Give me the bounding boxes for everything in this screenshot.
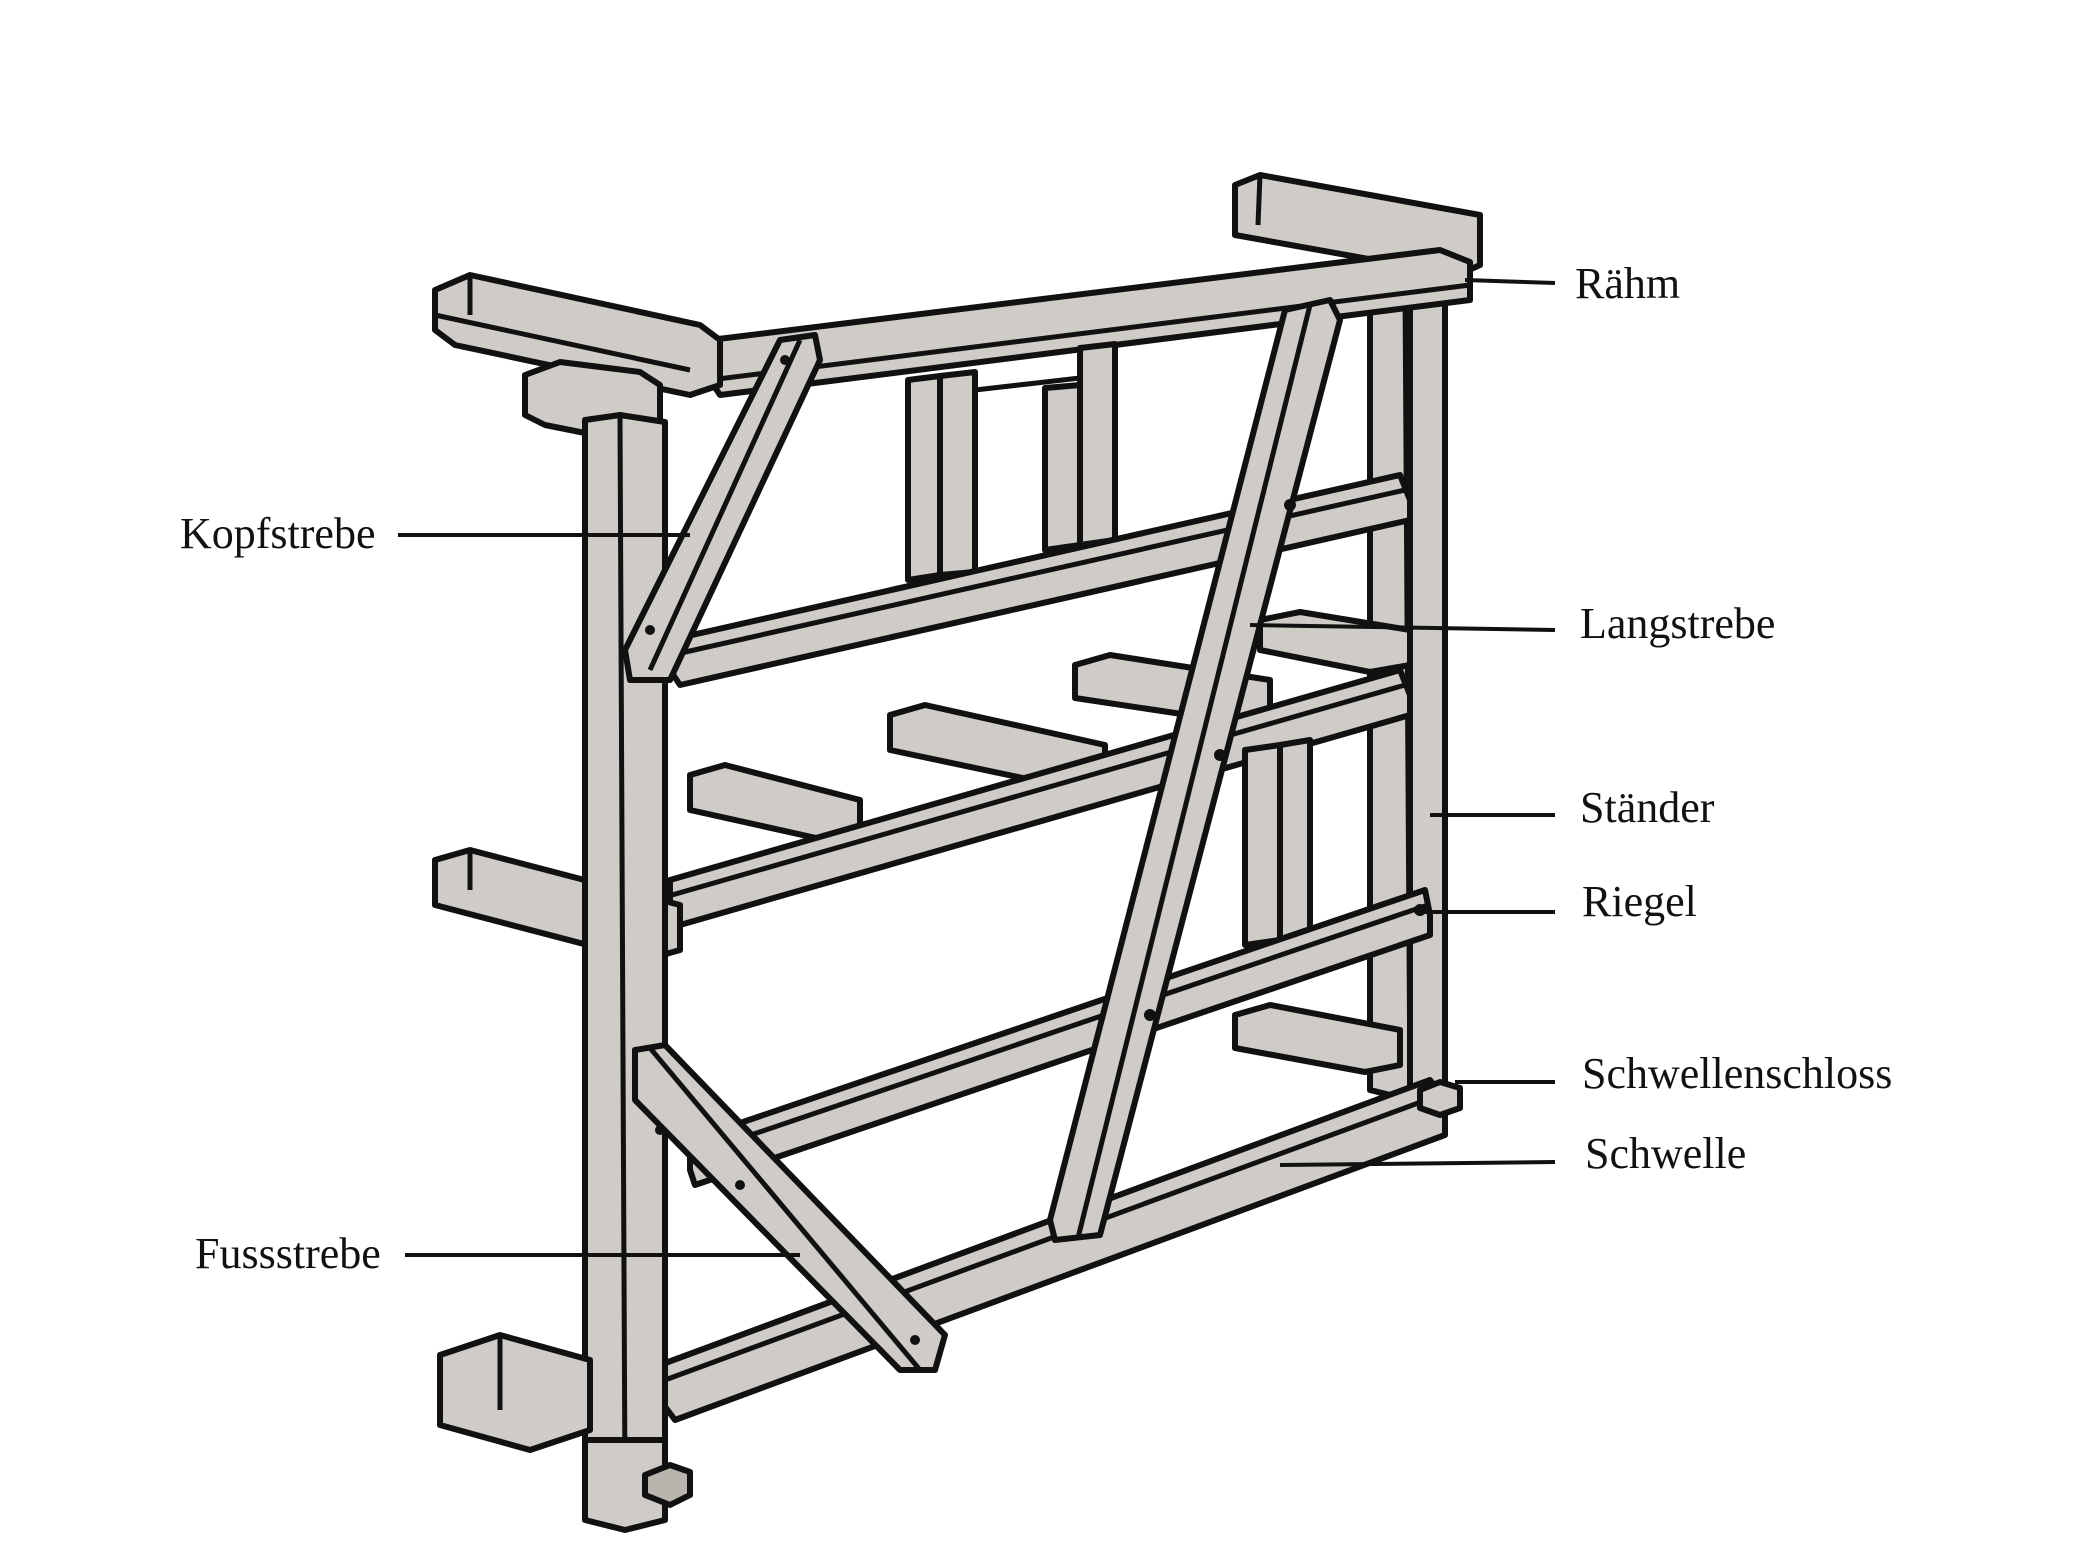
label-schwelle: Schwelle [1585,1129,1747,1178]
leader-schwelle [1279,1160,1556,1167]
staender-right [1407,287,1448,1093]
schwellenschloss-right [1417,1079,1463,1118]
leader-langstrebe [1249,623,1556,632]
upper-stud-4 [1077,341,1118,548]
leader-lines [398,278,1556,1257]
schwellenschloss-left [642,1462,693,1508]
upper-stud-3 [1042,382,1083,553]
joist-low-back [1232,1002,1403,1075]
lower-stud-2 [1277,737,1313,943]
label-langstrebe: Langstrebe [1580,599,1776,648]
label-fussstrebe: Fussstrebe [195,1229,381,1278]
joist-back-3 [687,762,863,843]
top-left-beam-end [432,272,723,398]
label-schwellenschloss: Schwellenschloss [1582,1049,1893,1098]
label-kopfstrebe: Kopfstrebe [180,509,376,558]
upper-stud-2 [937,369,978,578]
label-raehm: Rähm [1575,259,1681,308]
leader-raehm [1464,278,1556,285]
upper-stud-1 [905,373,943,583]
label-riegel: Riegel [1582,877,1697,926]
riegel-lower [687,887,1433,1188]
left-post-foot [582,1437,668,1533]
lower-stud-1 [1242,742,1283,948]
label-staender: Ständer [1580,783,1715,832]
sill-left-end [437,1332,593,1453]
